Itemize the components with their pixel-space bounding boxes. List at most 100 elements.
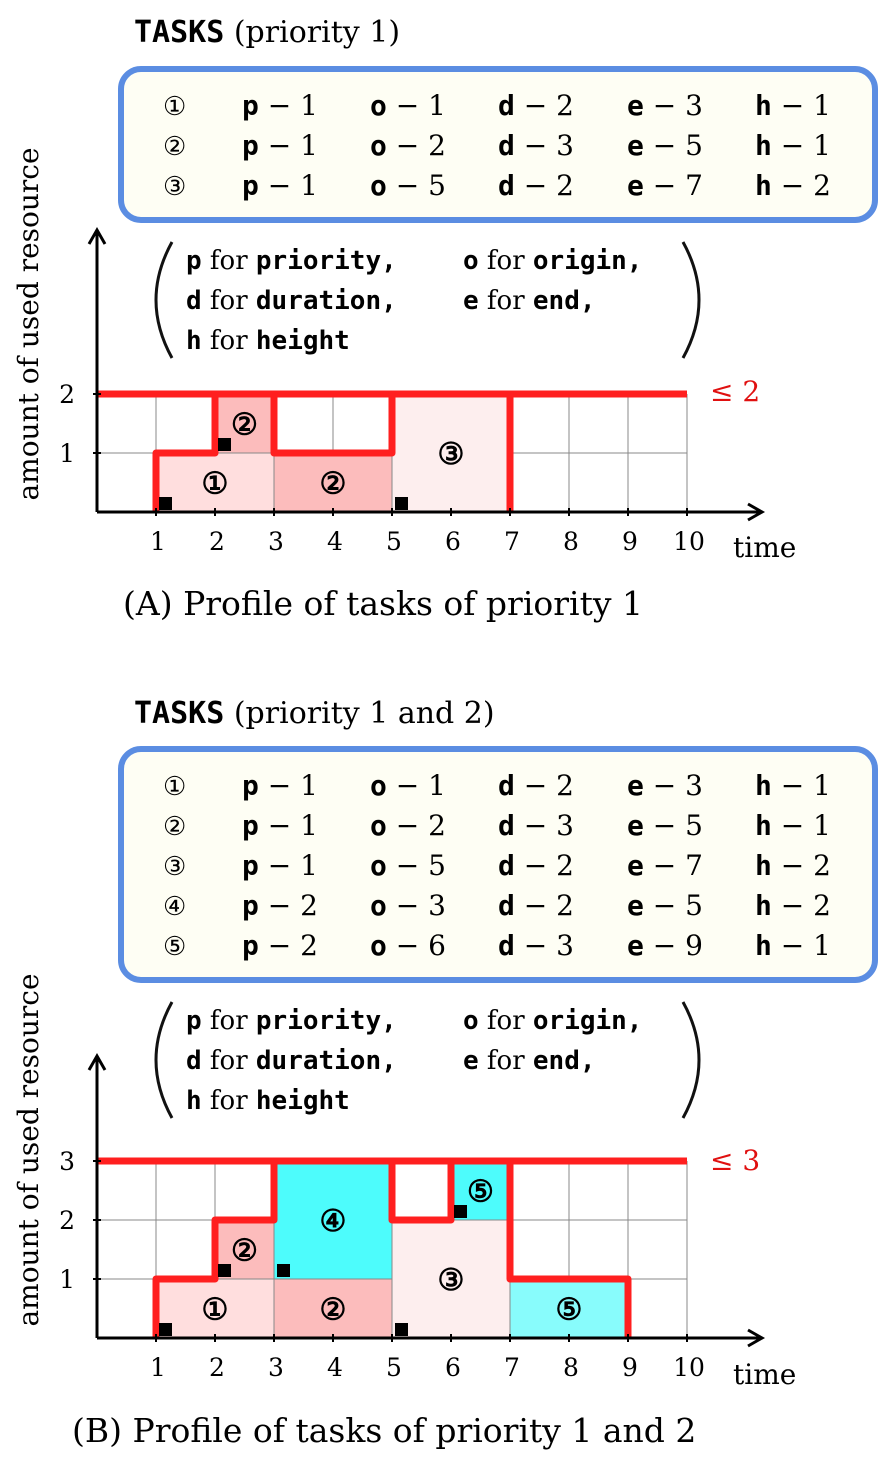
x-tick-label: 10 [673, 1353, 705, 1382]
y-tick-label: 3 [59, 1147, 75, 1176]
task-field-h: h − 2 [755, 849, 831, 882]
heading-rest: (priority 1 and 2) [224, 696, 494, 731]
task-field-h: h − 1 [755, 89, 831, 122]
task-field-h: h − 2 [755, 169, 831, 202]
task-field-p: p − 1 [242, 809, 318, 842]
task-block [273, 1160, 393, 1280]
x-tick-label: 7 [504, 1353, 520, 1382]
x-tick-label: 6 [445, 1353, 461, 1382]
task-field-p: p − 1 [242, 169, 318, 202]
task-block-label: ① [202, 1293, 229, 1328]
origin-marker [218, 1264, 231, 1277]
origin-marker [218, 438, 231, 451]
heading-keyword: TASKS [134, 15, 224, 50]
task-field-d: d − 3 [498, 129, 574, 162]
x-tick-label: 2 [209, 527, 225, 556]
task-id: ② [163, 132, 186, 162]
x-tick-label: 3 [268, 527, 284, 556]
x-axis-arrow [747, 502, 766, 522]
task-block-label: ④ [320, 1204, 347, 1239]
resource-profile-line [152, 1157, 632, 1338]
legend-left-paren [154, 1001, 174, 1119]
x-tick-label: 5 [386, 1353, 402, 1382]
y-axis-label: amount of used resource [12, 973, 45, 1326]
task-field-e: e − 5 [627, 129, 703, 162]
task-field-d: d − 2 [498, 169, 574, 202]
heading-keyword: TASKS [134, 696, 224, 731]
x-tick-label: 5 [386, 527, 402, 556]
x-tick-label: 9 [622, 1353, 638, 1382]
task-block [273, 1278, 393, 1339]
task-block-label: ② [320, 1293, 347, 1328]
caption-a: (A) Profile of tasks of priority 1 [123, 584, 643, 623]
task-field-o: o − 3 [370, 889, 446, 922]
x-tick-label: 3 [268, 1353, 284, 1382]
legend-entry: p for priority, [186, 1006, 397, 1036]
task-field-p: p − 1 [242, 129, 318, 162]
task-block [509, 1278, 629, 1339]
heading-rest: (priority 1) [224, 15, 400, 50]
x-tick-label: 8 [563, 1353, 579, 1382]
task-field-d: d − 3 [498, 929, 574, 962]
task-block-label: ② [231, 408, 258, 443]
x-tick-label: 7 [504, 527, 520, 556]
task-field-d: d − 2 [498, 849, 574, 882]
task-field-e: e − 3 [627, 769, 703, 802]
task-field-e: e − 5 [627, 809, 703, 842]
origin-marker [277, 1264, 290, 1277]
task-field-o: o − 6 [370, 929, 446, 962]
x-tick-label: 4 [327, 527, 343, 556]
x-tick-label: 1 [150, 527, 166, 556]
panel-b-heading: TASKS (priority 1 and 2) [134, 696, 495, 731]
task-block-label: ② [231, 1234, 258, 1269]
task-block-label: ① [202, 467, 229, 502]
legend-right-paren [681, 241, 701, 359]
x-axis-label: time [733, 531, 796, 564]
task-field-e: e − 7 [627, 169, 703, 202]
task-field-d: d − 3 [498, 809, 574, 842]
legend-entry: p for priority, [186, 246, 397, 276]
task-table-box [118, 66, 878, 223]
x-axis-arrow [747, 1328, 766, 1348]
task-field-d: d − 2 [498, 769, 574, 802]
legend: p for priority,o for origin,d for durati… [186, 1006, 642, 1116]
task-id: ⑤ [163, 932, 186, 962]
y-tick-label: 1 [59, 1265, 75, 1294]
x-axis-label: time [733, 1358, 796, 1391]
x-tick-label: 4 [327, 1353, 343, 1382]
task-field-o: o − 5 [370, 169, 446, 202]
y-tick-label: 1 [59, 439, 75, 468]
task-field-e: e − 9 [627, 929, 703, 962]
task-id: ① [163, 92, 186, 122]
legend-entry: h for height [186, 326, 350, 356]
task-id: ① [163, 772, 186, 802]
legend-entry: d for duration, [186, 286, 397, 316]
y-axis-arrow [87, 1052, 107, 1071]
x-tick-label: 1 [150, 1353, 166, 1382]
caption-b: (B) Profile of tasks of priority 1 and 2 [72, 1411, 696, 1450]
x-tick-label: 2 [209, 1353, 225, 1382]
task-field-e: e − 7 [627, 849, 703, 882]
task-block-label: ③ [438, 437, 465, 472]
origin-marker [159, 497, 172, 510]
y-tick-label: 2 [59, 380, 75, 409]
limit-label: ≤ 2 [710, 375, 760, 408]
task-field-e: e − 5 [627, 889, 703, 922]
legend-entry: h for height [186, 1086, 350, 1116]
task-id: ④ [163, 892, 186, 922]
task-field-o: o − 5 [370, 849, 446, 882]
origin-marker [395, 497, 408, 510]
panel-a-heading: TASKS (priority 1) [134, 15, 400, 50]
legend: p for priority,o for origin,d for durati… [186, 246, 642, 356]
limit-label: ≤ 3 [710, 1144, 760, 1177]
legend-right-paren [681, 1001, 701, 1119]
